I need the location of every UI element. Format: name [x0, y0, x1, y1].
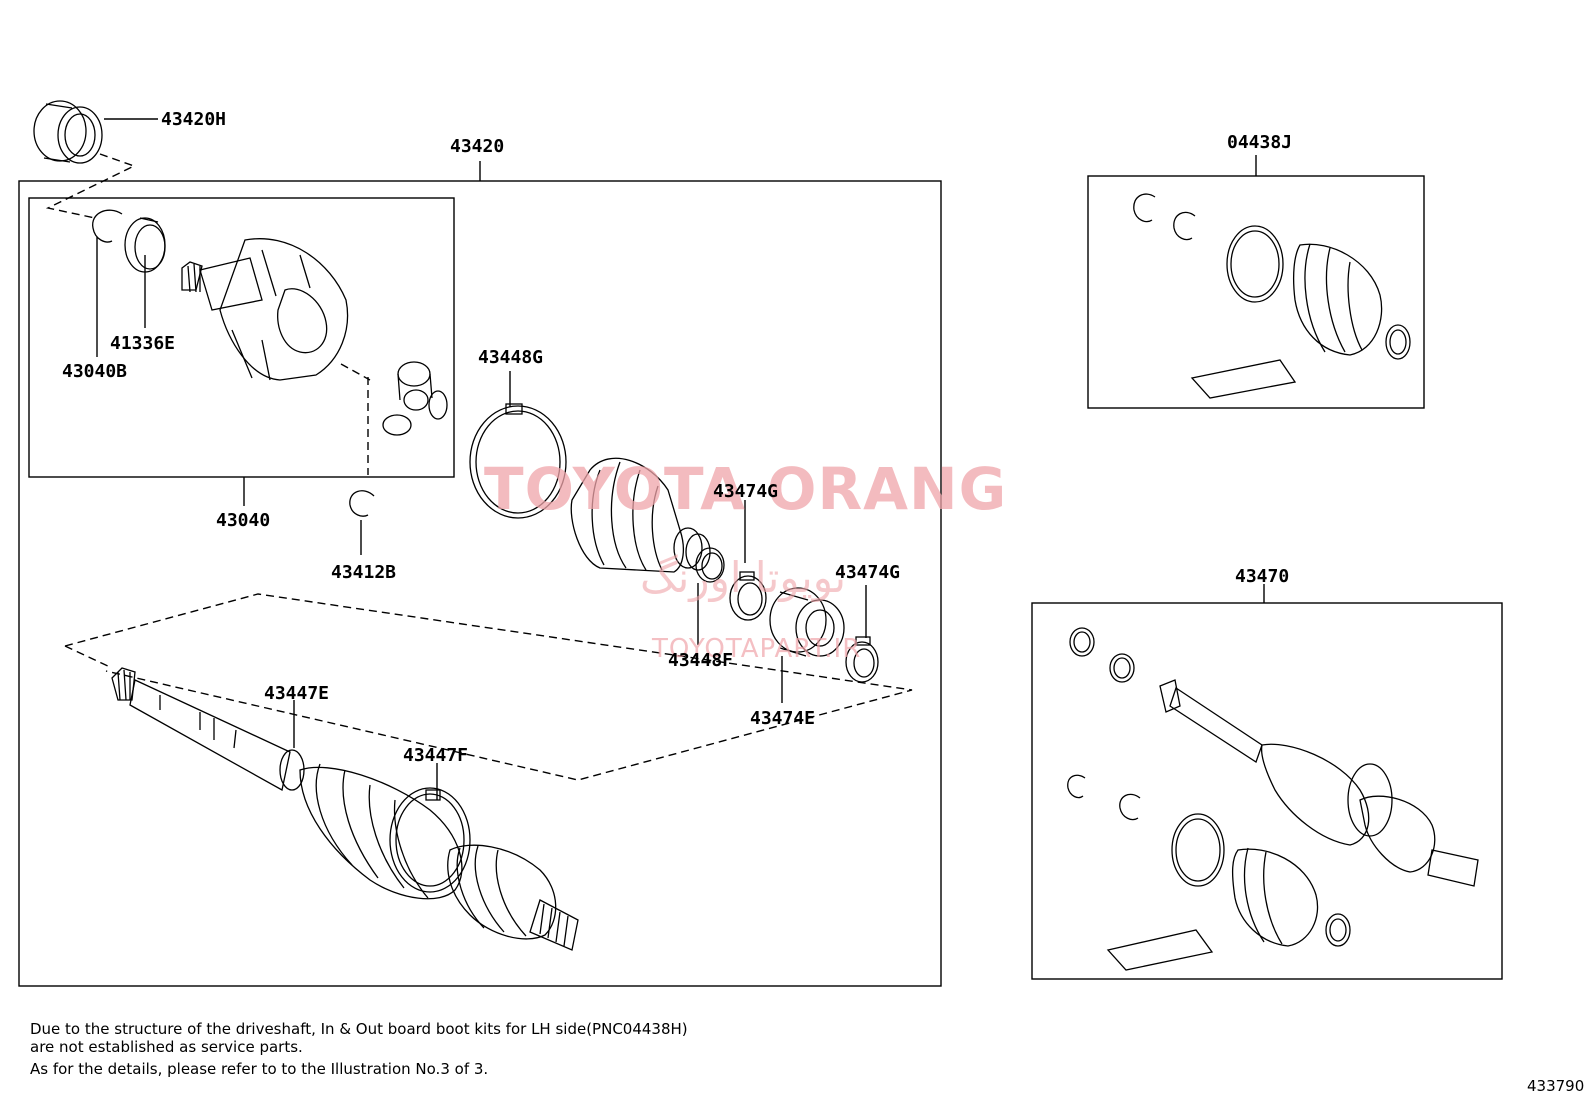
label-43447E: 43447E: [264, 683, 330, 704]
frame-04438J: [1087, 175, 1425, 409]
label-41336E: 41336E: [110, 333, 176, 354]
frame-43470: [1031, 602, 1503, 980]
driveshaft-assembly-icon: [111, 667, 579, 951]
tripod-joint-icon: [382, 361, 448, 436]
inboard-boot-icon: [570, 457, 711, 573]
boot-kit-04438J-icon: [1133, 193, 1411, 399]
driveshaft-assembly-43470-icon: [1067, 627, 1479, 971]
label-43474G-1: 43474G: [713, 481, 779, 502]
band-43448G-icon: [469, 403, 567, 519]
footnote: Due to the structure of the driveshaft, …: [30, 1020, 688, 1078]
clamp-43474G-2-icon: [845, 636, 879, 683]
label-43474G-2: 43474G: [835, 562, 901, 583]
illustration-number: 433790: [1527, 1077, 1585, 1095]
label-43420: 43420: [450, 136, 505, 157]
label-43470: 43470: [1235, 566, 1290, 587]
seal-43420H-icon: [33, 100, 103, 164]
clamp-43474G-1-icon: [729, 571, 767, 621]
label-43448F: 43448F: [668, 650, 734, 671]
clamp-43448F-icon: [695, 547, 725, 583]
footnote-line-1: Due to the structure of the driveshaft, …: [30, 1020, 688, 1038]
label-04438J: 04438J: [1227, 132, 1293, 153]
footnote-line-3: As for the details, please refer to to t…: [30, 1060, 489, 1078]
label-43040B: 43040B: [62, 361, 128, 382]
snap-ring-43040B-icon: [92, 209, 123, 243]
ring-41336E-icon: [124, 217, 166, 273]
inboard-joint-housing-icon: [181, 238, 349, 381]
watermark-brand: TOYOTA ORANG: [484, 455, 1008, 523]
label-43448G: 43448G: [478, 347, 544, 368]
label-43447F: 43447F: [403, 745, 469, 766]
watermark-url: TOYOTAPART.IR: [652, 634, 862, 664]
footnote-line-2: are not established as service parts.: [30, 1038, 303, 1056]
label-43412B: 43412B: [331, 562, 397, 583]
watermark-persian: تویوتا اورنگ: [640, 553, 847, 602]
label-43474E: 43474E: [750, 708, 816, 729]
label-43420H: 43420H: [161, 109, 227, 130]
label-43040: 43040: [216, 510, 271, 531]
frame-43040: [28, 197, 455, 478]
snap-ring-43412B-icon: [349, 490, 375, 517]
damper-43474E-icon: [769, 587, 845, 657]
